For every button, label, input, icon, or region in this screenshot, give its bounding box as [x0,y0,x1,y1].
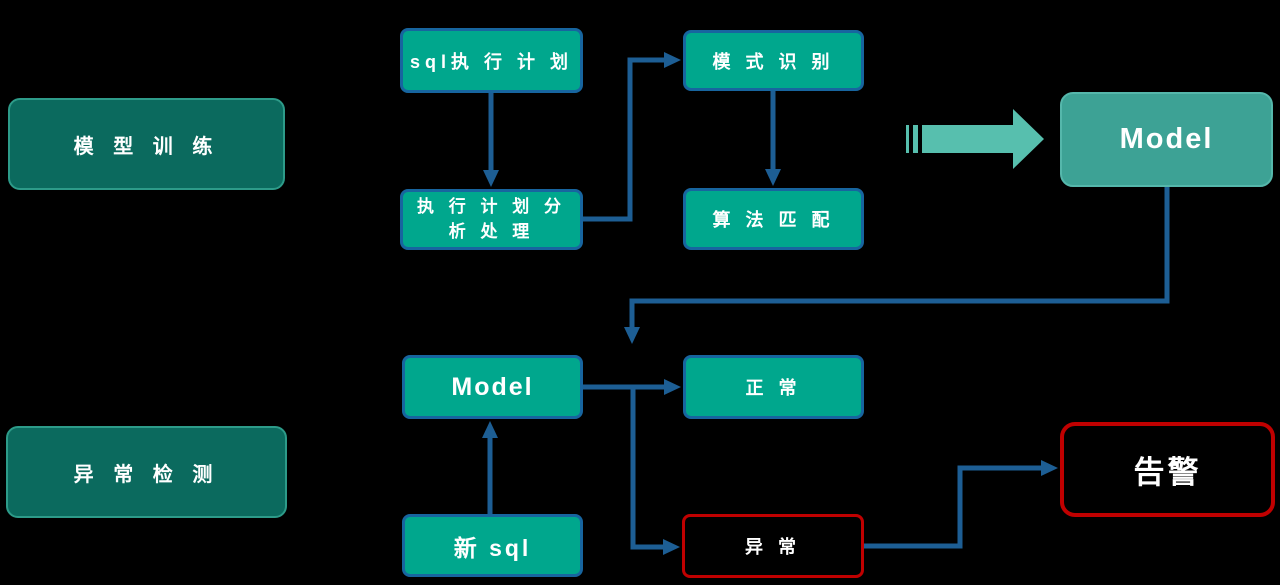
stage-model-training-label: 模 型 训 练 [73,135,220,158]
connector-abnormal-to-alert [864,460,1058,549]
node-sql-execution-plan: sql执 行 计 划 [400,28,583,93]
node-normal-result-label: 正 常 [745,378,802,398]
node-new-sql: 新 sql [402,514,583,577]
node-plan-analysis-label: 执 行 计 划 分 析 处 理 [417,196,566,241]
stage-anomaly-detection-label: 异 常 检 测 [73,463,220,486]
node-normal-result: 正 常 [683,355,864,419]
node-plan-analysis: 执 行 计 划 分 析 处 理 [400,189,583,250]
node-pattern-recognition-label: 模 式 识 别 [712,51,835,72]
node-model-runtime-label: Model [451,372,534,401]
node-algorithm-match-label: 算 法 匹 配 [712,210,835,230]
node-sql-execution-plan-label: sql执 行 计 划 [409,51,573,72]
connector-model-to-abnormal [630,387,680,555]
stage-model-training: 模 型 训 练 [8,98,285,190]
connector-analysis-to-pattern [583,52,681,222]
node-alert-label: 告警 [1133,455,1202,490]
node-pattern-recognition: 模 式 识 别 [683,30,864,91]
node-algorithm-match: 算 法 匹 配 [683,188,864,250]
node-model-trained: Model [1060,92,1273,187]
node-abnormal-result-label: 异 常 [744,537,801,557]
node-alert: 告警 [1060,422,1275,517]
stage-anomaly-detection: 异 常 检 测 [6,426,287,518]
node-abnormal-result: 异 常 [682,514,864,578]
striped-right-arrow-icon [906,109,1044,169]
connector-model-to-detection [624,187,1170,344]
node-new-sql-label: 新 sql [453,534,532,561]
node-model-runtime: Model [402,355,583,419]
node-model-trained-label: Model [1119,123,1214,155]
